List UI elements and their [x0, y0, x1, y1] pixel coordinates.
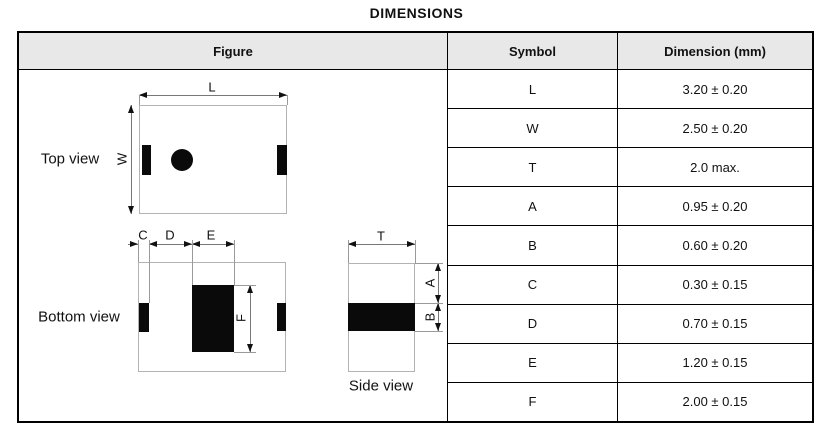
arrowhead-up-icon: [435, 303, 441, 311]
dim-label-E: E: [206, 227, 216, 243]
extension-line: [138, 240, 139, 262]
symbol-cell: C: [447, 264, 617, 304]
arrowhead-right-icon: [184, 241, 192, 247]
bottom-view-caption: Bottom view: [38, 308, 120, 326]
arrowhead-left-icon: [348, 241, 356, 247]
dimension-cell: 2.0 max.: [617, 147, 812, 187]
dim-line-B: [438, 303, 439, 331]
extension-line: [149, 240, 150, 303]
extension-line: [192, 240, 193, 285]
dim-line-A: [438, 263, 439, 303]
dim-line-F: [250, 285, 251, 352]
dimensions-table: Figure Symbol Dimension (mm) L W Top vie…: [17, 31, 814, 423]
dimension-cell: 2.50 ± 0.20: [617, 108, 812, 148]
arrowhead-down-icon: [435, 323, 441, 331]
dim-label-D: D: [165, 227, 175, 243]
arrowhead-down-icon: [128, 206, 134, 214]
dim-label-B: B: [422, 312, 438, 322]
dimension-cell: 0.95 ± 0.20: [617, 186, 812, 226]
arrowhead-right-icon: [279, 92, 287, 98]
dimension-cell: 3.20 ± 0.20: [617, 69, 812, 109]
column-header-figure: Figure: [19, 33, 447, 69]
column-header-symbol: Symbol: [447, 33, 617, 69]
arrowhead-up-icon: [435, 263, 441, 271]
figure-cell: L W Top view C: [19, 69, 447, 421]
symbol-cell: L: [447, 69, 617, 109]
extension-line: [415, 263, 443, 264]
side-view-terminal-band: [348, 303, 415, 331]
top-view-polarity-mark: [171, 149, 193, 171]
extension-line: [287, 95, 288, 105]
arrowhead-left-icon: [192, 241, 200, 247]
dimension-cell: 0.70 ± 0.15: [617, 303, 812, 343]
bottom-view-terminal-left: [139, 303, 149, 332]
page-title: DIMENSIONS: [369, 5, 464, 21]
top-view-terminal-right: [277, 145, 287, 175]
symbol-cell: A: [447, 186, 617, 226]
top-view-terminal-left: [142, 145, 151, 175]
symbol-cell: F: [447, 381, 617, 421]
symbol-cell: B: [447, 225, 617, 265]
arrowhead-down-icon: [247, 344, 253, 352]
arrowhead-right-icon: [130, 241, 138, 247]
dim-label-L: L: [208, 79, 216, 95]
bottom-view-terminal-right: [277, 303, 286, 331]
dimension-cell: 1.20 ± 0.15: [617, 342, 812, 382]
extension-line: [234, 285, 256, 286]
symbol-cell: W: [447, 108, 617, 148]
arrowhead-down-icon: [435, 295, 441, 303]
dimension-cell: 0.60 ± 0.20: [617, 225, 812, 265]
symbol-cell: E: [447, 342, 617, 382]
extension-line: [415, 240, 416, 263]
extension-line: [139, 95, 140, 105]
arrowhead-left-icon: [139, 92, 147, 98]
extension-line: [234, 352, 256, 353]
dim-label-C: C: [138, 227, 148, 243]
bottom-view-pad-center: [192, 285, 234, 352]
dim-line-L: [139, 95, 287, 96]
column-header-dimension: Dimension (mm): [617, 33, 812, 69]
arrowhead-right-icon: [226, 241, 234, 247]
dim-line-T: [348, 244, 415, 245]
arrowhead-left-icon: [149, 241, 157, 247]
dim-line-E: [192, 244, 234, 245]
dimension-cell: 2.00 ± 0.15: [617, 381, 812, 421]
extension-line: [415, 331, 443, 332]
top-view-body-outline: [139, 105, 287, 214]
dim-line-D: [149, 244, 192, 245]
symbol-cell: D: [447, 303, 617, 343]
arrowhead-right-icon: [407, 241, 415, 247]
dim-label-W: W: [114, 152, 130, 166]
dimension-cell: 0.30 ± 0.15: [617, 264, 812, 304]
extension-line: [415, 303, 443, 304]
dim-label-F: F: [233, 314, 249, 322]
dim-label-A: A: [422, 278, 438, 288]
side-view-caption: Side view: [348, 377, 414, 395]
dim-line-W: [131, 105, 132, 214]
extension-line: [234, 240, 235, 285]
symbol-cell: T: [447, 147, 617, 187]
dim-label-T: T: [377, 228, 385, 244]
arrowhead-up-icon: [247, 285, 253, 293]
extension-line: [348, 240, 349, 263]
top-view-caption: Top view: [40, 150, 100, 168]
arrowhead-up-icon: [128, 105, 134, 113]
